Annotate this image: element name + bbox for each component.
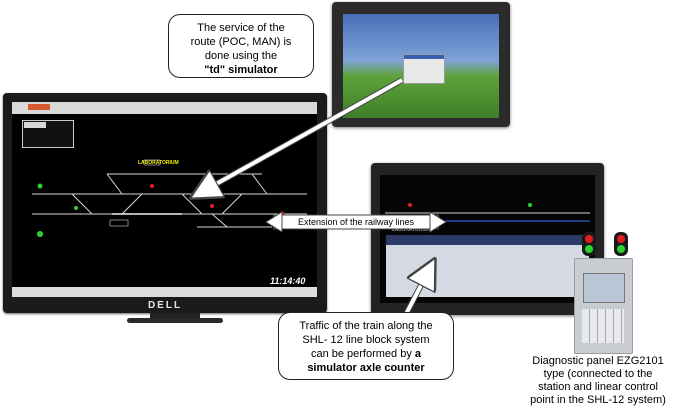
caption-line: type (connected to the (543, 368, 653, 380)
arrow-td (200, 77, 404, 193)
callout-line: route (POC, MAN) is (190, 36, 292, 48)
green-lamp (617, 245, 625, 253)
screen-status-bar (12, 287, 317, 297)
diagnostic-keypad[interactable] (582, 309, 624, 343)
axle-counter-panel-header (386, 235, 589, 245)
lower-screen-caption: LABORATORIUM (392, 227, 432, 233)
track-diagram (32, 159, 307, 237)
dell-logo: DELL (147, 300, 183, 311)
arrow-axle (401, 268, 430, 320)
signal-head-right (614, 232, 628, 256)
callout-line: The service of the (197, 22, 285, 34)
toolbar-button[interactable] (28, 104, 50, 110)
info-panel (22, 120, 74, 148)
td-simulator-window[interactable] (403, 54, 445, 84)
callout-td-simulator: The service of the route (POC, MAN) is d… (168, 14, 314, 78)
callout-bold-line: simulator axle counter (307, 362, 425, 374)
callout-line: Traffic of the train along the (299, 320, 433, 332)
callout-axle-counter: Traffic of the train along the SHL- 12 l… (278, 312, 454, 380)
main-monitor: LABORATORIUM (3, 93, 327, 313)
red-lamp (585, 235, 593, 243)
arrow-extension (265, 211, 447, 233)
caption-line: Diagnostic panel EZG2101 (532, 355, 664, 367)
green-lamp (585, 245, 593, 253)
screen-station-title: LABORATORIUM (138, 160, 179, 166)
screen-clock: 11:14:40 (270, 276, 306, 286)
callout-line: can be performed by (310, 348, 415, 360)
signal-head-left (582, 232, 596, 256)
td-simulator-titlebar[interactable] (404, 55, 444, 59)
callout-line: SHL- 12 line block system (302, 334, 430, 346)
diagnostic-lcd (583, 273, 625, 303)
diagnostic-panel-device (574, 258, 633, 354)
caption-line: station and linear control (538, 381, 658, 393)
red-lamp (617, 235, 625, 243)
main-monitor-screen: LABORATORIUM (12, 102, 317, 297)
signal-lights (576, 232, 636, 258)
caption-line: point in the SHL-12 system) (530, 394, 666, 406)
callout-line: done using the (204, 50, 278, 62)
callout-bold-word: a (414, 348, 422, 360)
extension-label: Extension of the railway lines (297, 217, 415, 227)
callout-bold-line: "td" simulator (204, 64, 278, 76)
diagnostic-caption: Diagnostic panel EZG2101 type (connected… (511, 355, 685, 407)
top-monitor (332, 2, 510, 127)
info-panel-button[interactable] (24, 122, 46, 128)
screen-toolbar (12, 102, 317, 114)
monitor-stand-base (127, 318, 223, 323)
